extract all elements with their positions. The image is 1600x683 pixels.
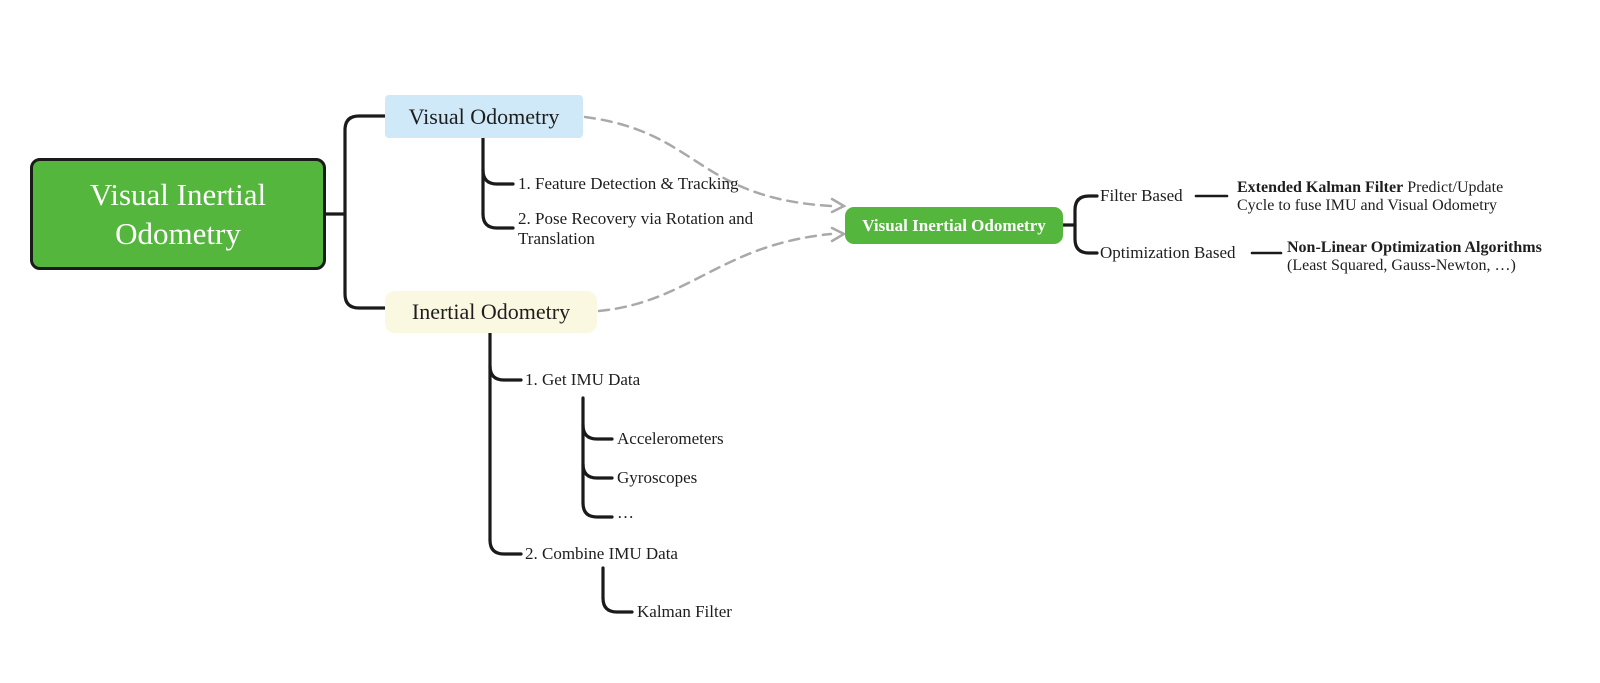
leaf-inertial-step-2[interactable]: 2. Combine IMU Data <box>525 544 678 563</box>
edge-inertial-step1 <box>488 364 523 382</box>
leaf-visual-step-1[interactable]: 1. Feature Detection & Tracking <box>518 174 739 193</box>
arrow-inertial-to-fusion <box>597 232 833 313</box>
desc-filter-based: Extended Kalman Filter Predict/Update Cy… <box>1237 179 1503 214</box>
node-fusion[interactable]: Visual Inertial Odometry <box>845 207 1063 244</box>
edge-imu-more <box>581 501 614 519</box>
leaf-gyroscopes[interactable]: Gyroscopes <box>617 468 698 487</box>
leaf-imu-ellipsis[interactable]: … <box>617 503 634 522</box>
arrowhead-visual-icon <box>830 197 847 214</box>
arrow-visual-to-fusion <box>583 115 833 208</box>
node-root-label: Visual Inertial Odometry <box>89 177 267 251</box>
edge-root-trunk <box>343 114 387 310</box>
node-inertial-odometry-label: Inertial Odometry <box>411 299 571 324</box>
node-visual-odometry[interactable]: Visual Odometry <box>385 95 583 138</box>
edge-visual-step2 <box>481 212 515 230</box>
desc-optimization-based: Non-Linear Optimization Algorithms (Leas… <box>1287 239 1542 274</box>
edge-imu-accelerometers <box>581 423 614 441</box>
node-fusion-label: Visual Inertial Odometry <box>862 215 1046 235</box>
node-inertial-odometry[interactable]: Inertial Odometry <box>385 291 597 333</box>
node-visual-odometry-label: Visual Odometry <box>408 103 560 129</box>
leaf-optimization-based[interactable]: Optimization Based <box>1100 243 1236 262</box>
edge-visual-step1 <box>481 168 515 186</box>
node-root[interactable]: Visual Inertial Odometry <box>30 158 326 270</box>
desc-filter-based-bold: Extended Kalman Filter <box>1237 179 1404 196</box>
leaf-inertial-step-1[interactable]: 1. Get IMU Data <box>525 370 641 389</box>
edge-inertial-step2 <box>488 538 523 556</box>
desc-optimization-based-bold: Non-Linear Optimization Algorithms <box>1287 239 1542 256</box>
desc-filter-based-line2: Cycle to fuse IMU and Visual Odometry <box>1237 196 1498 214</box>
leaf-accelerometers[interactable]: Accelerometers <box>617 429 724 448</box>
desc-optimization-based-line2: (Least Squared, Gauss-Newton, …) <box>1287 256 1516 274</box>
leaf-visual-step-2[interactable]: 2. Pose Recovery via Rotation and Transl… <box>518 209 754 248</box>
edge-combine-kalman <box>601 596 634 614</box>
leaf-kalman-filter[interactable]: Kalman Filter <box>637 602 732 621</box>
arrowhead-inertial-icon <box>830 226 847 243</box>
edge-fusion-bracket <box>1073 194 1099 255</box>
edge-imu-gyroscopes <box>581 462 614 480</box>
desc-filter-based-rest: Predict/Update <box>1403 179 1504 196</box>
leaf-filter-based[interactable]: Filter Based <box>1100 186 1183 205</box>
